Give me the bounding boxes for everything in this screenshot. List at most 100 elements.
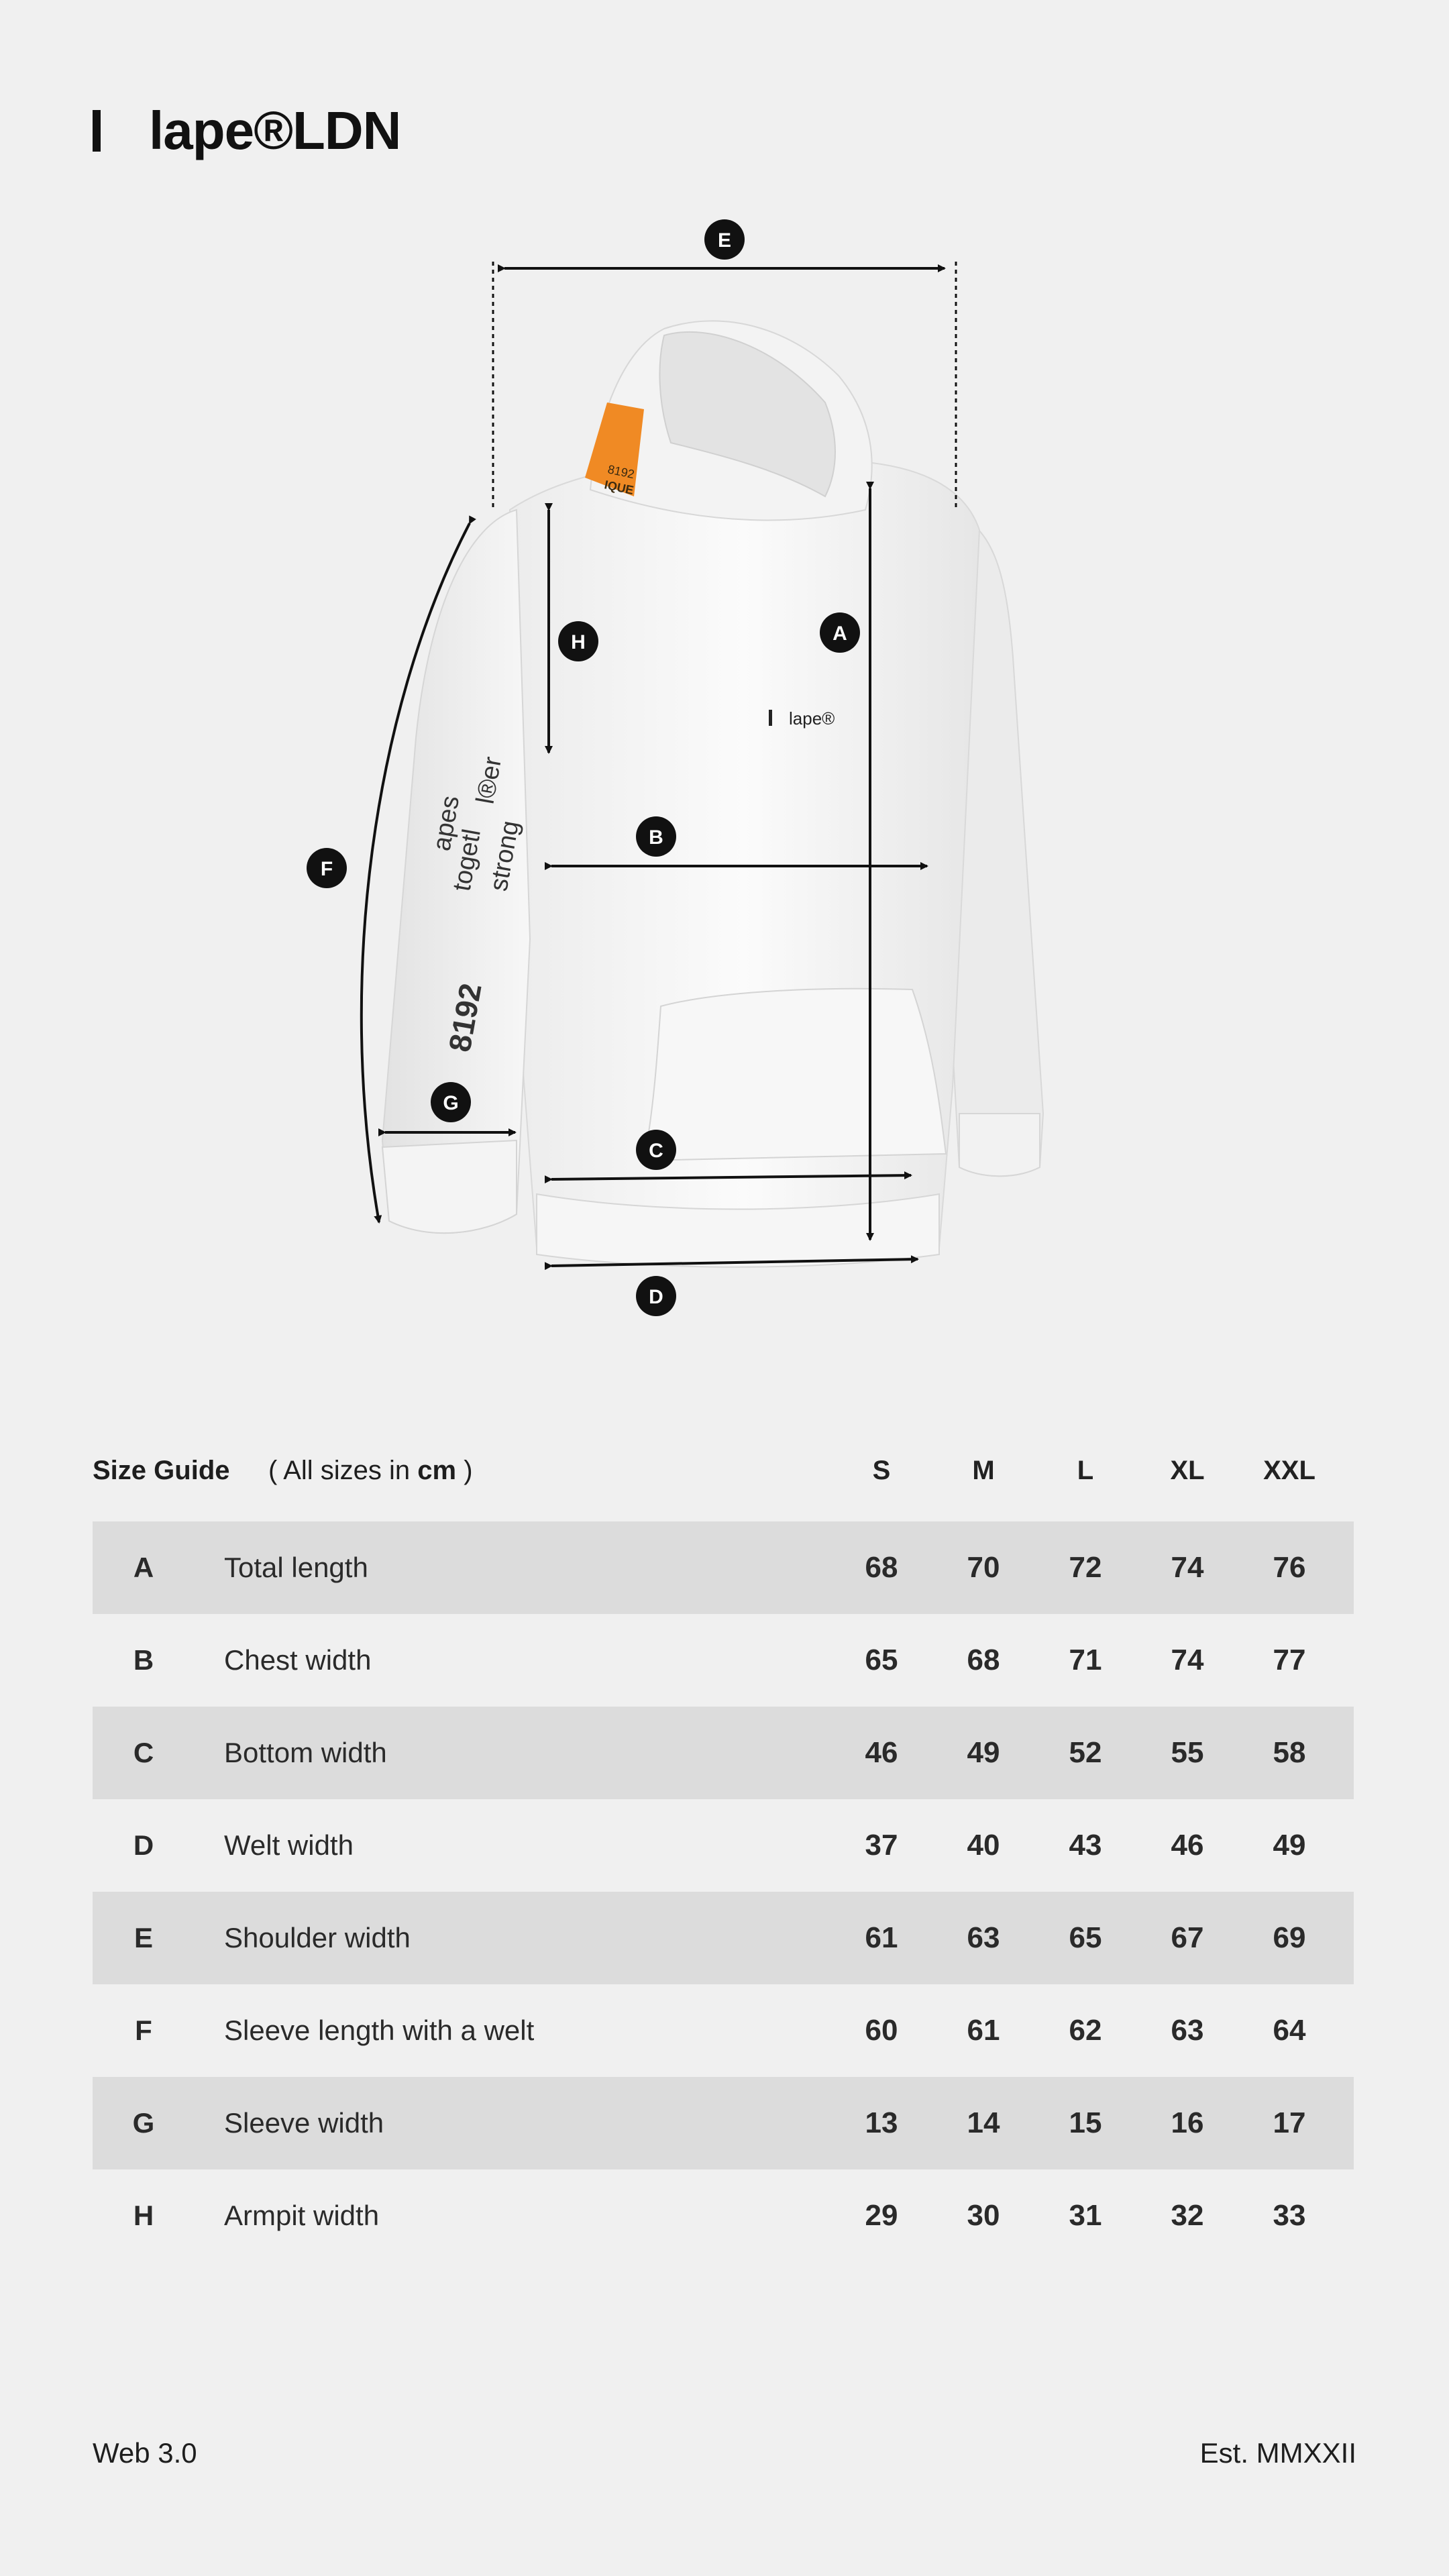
- row-letter: G: [132, 2107, 155, 2139]
- brand-name: lape®LDN: [149, 101, 401, 160]
- value-cell: 63: [1171, 2014, 1204, 2047]
- value-cell: 58: [1273, 1736, 1306, 1769]
- value-cell: 76: [1273, 1551, 1306, 1584]
- value-cell: 68: [865, 1551, 898, 1584]
- table-row: F Sleeve length with a welt 60 61 62 63 …: [93, 1984, 1354, 2077]
- svg-text:F: F: [321, 858, 333, 880]
- row-letter: E: [133, 1922, 153, 1953]
- value-cell: 63: [967, 1921, 1000, 1954]
- marker-b: B: [636, 816, 676, 857]
- value-cell: 46: [865, 1736, 898, 1769]
- value-cell: 14: [967, 2106, 1000, 2139]
- value-cell: 74: [1171, 1551, 1204, 1584]
- value-cell: 37: [865, 1829, 898, 1862]
- value-cell: 15: [1069, 2106, 1102, 2139]
- size-column-headers: S M L XL XXL: [830, 1456, 1354, 1486]
- footer-established-label: Est. MMXXII: [1199, 2437, 1356, 2469]
- size-guide-subtitle: ( All sizes in cm ): [268, 1456, 473, 1485]
- value-cell: 68: [967, 1644, 1000, 1676]
- brand-bar-mark: [93, 110, 101, 152]
- marker-e: E: [704, 219, 745, 260]
- row-label: Sleeve width: [224, 2107, 384, 2139]
- value-cell: 69: [1273, 1921, 1306, 1954]
- size-header-m: M: [972, 1456, 995, 1485]
- value-cell: 65: [1069, 1921, 1102, 1954]
- marker-g: G: [431, 1082, 471, 1122]
- svg-text:D: D: [649, 1286, 663, 1308]
- hoodie-measurement-illustration: 8192 IQUE apes togetl l®er strong 8192 l…: [307, 219, 1044, 1316]
- value-cell: 61: [967, 2014, 1000, 2047]
- table-row: B Chest width 65 68 71 74 77: [93, 1614, 1354, 1707]
- value-cell: 29: [865, 2199, 898, 2232]
- row-values: 60 61 62 63 64: [830, 2014, 1354, 2047]
- marker-c: C: [636, 1130, 676, 1170]
- row-label: Total length: [224, 1552, 368, 1583]
- value-cell: 31: [1069, 2199, 1102, 2232]
- chest-logo: lape®: [789, 708, 835, 729]
- value-cell: 13: [865, 2106, 898, 2139]
- table-row: H Armpit width 29 30 31 32 33: [93, 2169, 1354, 2262]
- row-label: Sleeve length with a welt: [224, 2015, 535, 2046]
- row-values: 13 14 15 16 17: [830, 2106, 1354, 2140]
- size-guide-header: Size Guide ( All sizes in cm ) S M L XL …: [93, 1442, 1354, 1503]
- value-cell: 72: [1069, 1551, 1102, 1584]
- size-header-s: S: [872, 1456, 891, 1485]
- value-cell: 43: [1069, 1829, 1102, 1862]
- value-cell: 40: [967, 1829, 1000, 1862]
- row-values: 46 49 52 55 58: [830, 1736, 1354, 1770]
- footer-web3-label: Web 3.0: [93, 2437, 197, 2469]
- row-values: 29 30 31 32 33: [830, 2199, 1354, 2233]
- row-label: Chest width: [224, 1644, 372, 1676]
- row-letter: D: [133, 1829, 154, 1861]
- value-cell: 64: [1273, 2014, 1306, 2047]
- value-cell: 17: [1273, 2106, 1306, 2139]
- value-cell: 62: [1069, 2014, 1102, 2047]
- value-cell: 77: [1273, 1644, 1306, 1676]
- svg-text:E: E: [718, 229, 731, 252]
- table-row: D Welt width 37 40 43 46 49: [93, 1799, 1354, 1892]
- svg-text:A: A: [833, 623, 847, 645]
- value-cell: 67: [1171, 1921, 1204, 1954]
- size-guide-table: Size Guide ( All sizes in cm ) S M L XL …: [93, 1442, 1354, 2232]
- value-cell: 33: [1273, 2199, 1306, 2232]
- row-label: Armpit width: [224, 2200, 380, 2231]
- value-cell: 65: [865, 1644, 898, 1676]
- marker-d: D: [636, 1276, 676, 1316]
- row-letter: A: [133, 1552, 154, 1583]
- row-letter: H: [133, 2200, 154, 2231]
- value-cell: 70: [967, 1551, 1000, 1584]
- brand-logo: lape®LDN: [93, 94, 401, 168]
- svg-text:C: C: [649, 1140, 663, 1162]
- row-label: Shoulder width: [224, 1922, 411, 1953]
- row-letter: F: [135, 2015, 152, 2046]
- value-cell: 52: [1069, 1736, 1102, 1769]
- size-header-l: L: [1077, 1456, 1094, 1485]
- row-letter: C: [133, 1737, 154, 1768]
- svg-text:B: B: [649, 826, 663, 849]
- marker-h: H: [558, 621, 598, 661]
- value-cell: 71: [1069, 1644, 1102, 1676]
- row-values: 65 68 71 74 77: [830, 1644, 1354, 1677]
- size-header-xl: XL: [1170, 1456, 1205, 1485]
- value-cell: 46: [1171, 1829, 1204, 1862]
- row-values: 37 40 43 46 49: [830, 1829, 1354, 1862]
- table-row: E Shoulder width 61 63 65 67 69: [93, 1892, 1354, 1984]
- hoodie-pocket: [643, 987, 947, 1162]
- row-label: Bottom width: [224, 1737, 387, 1768]
- row-values: 61 63 65 67 69: [830, 1921, 1354, 1955]
- value-cell: 55: [1171, 1736, 1204, 1769]
- hoodie-orange-tag: [585, 402, 644, 496]
- row-label: Welt width: [224, 1829, 354, 1861]
- row-letter: B: [133, 1644, 154, 1676]
- value-cell: 60: [865, 2014, 898, 2047]
- value-cell: 49: [967, 1736, 1000, 1769]
- marker-f: F: [307, 848, 347, 888]
- value-cell: 74: [1171, 1644, 1204, 1676]
- value-cell: 61: [865, 1921, 898, 1954]
- svg-text:G: G: [443, 1092, 458, 1114]
- table-row: A Total length 68 70 72 74 76: [93, 1521, 1354, 1614]
- svg-text:H: H: [571, 631, 586, 653]
- value-cell: 30: [967, 2199, 1000, 2232]
- value-cell: 32: [1171, 2199, 1204, 2232]
- marker-a: A: [820, 612, 860, 653]
